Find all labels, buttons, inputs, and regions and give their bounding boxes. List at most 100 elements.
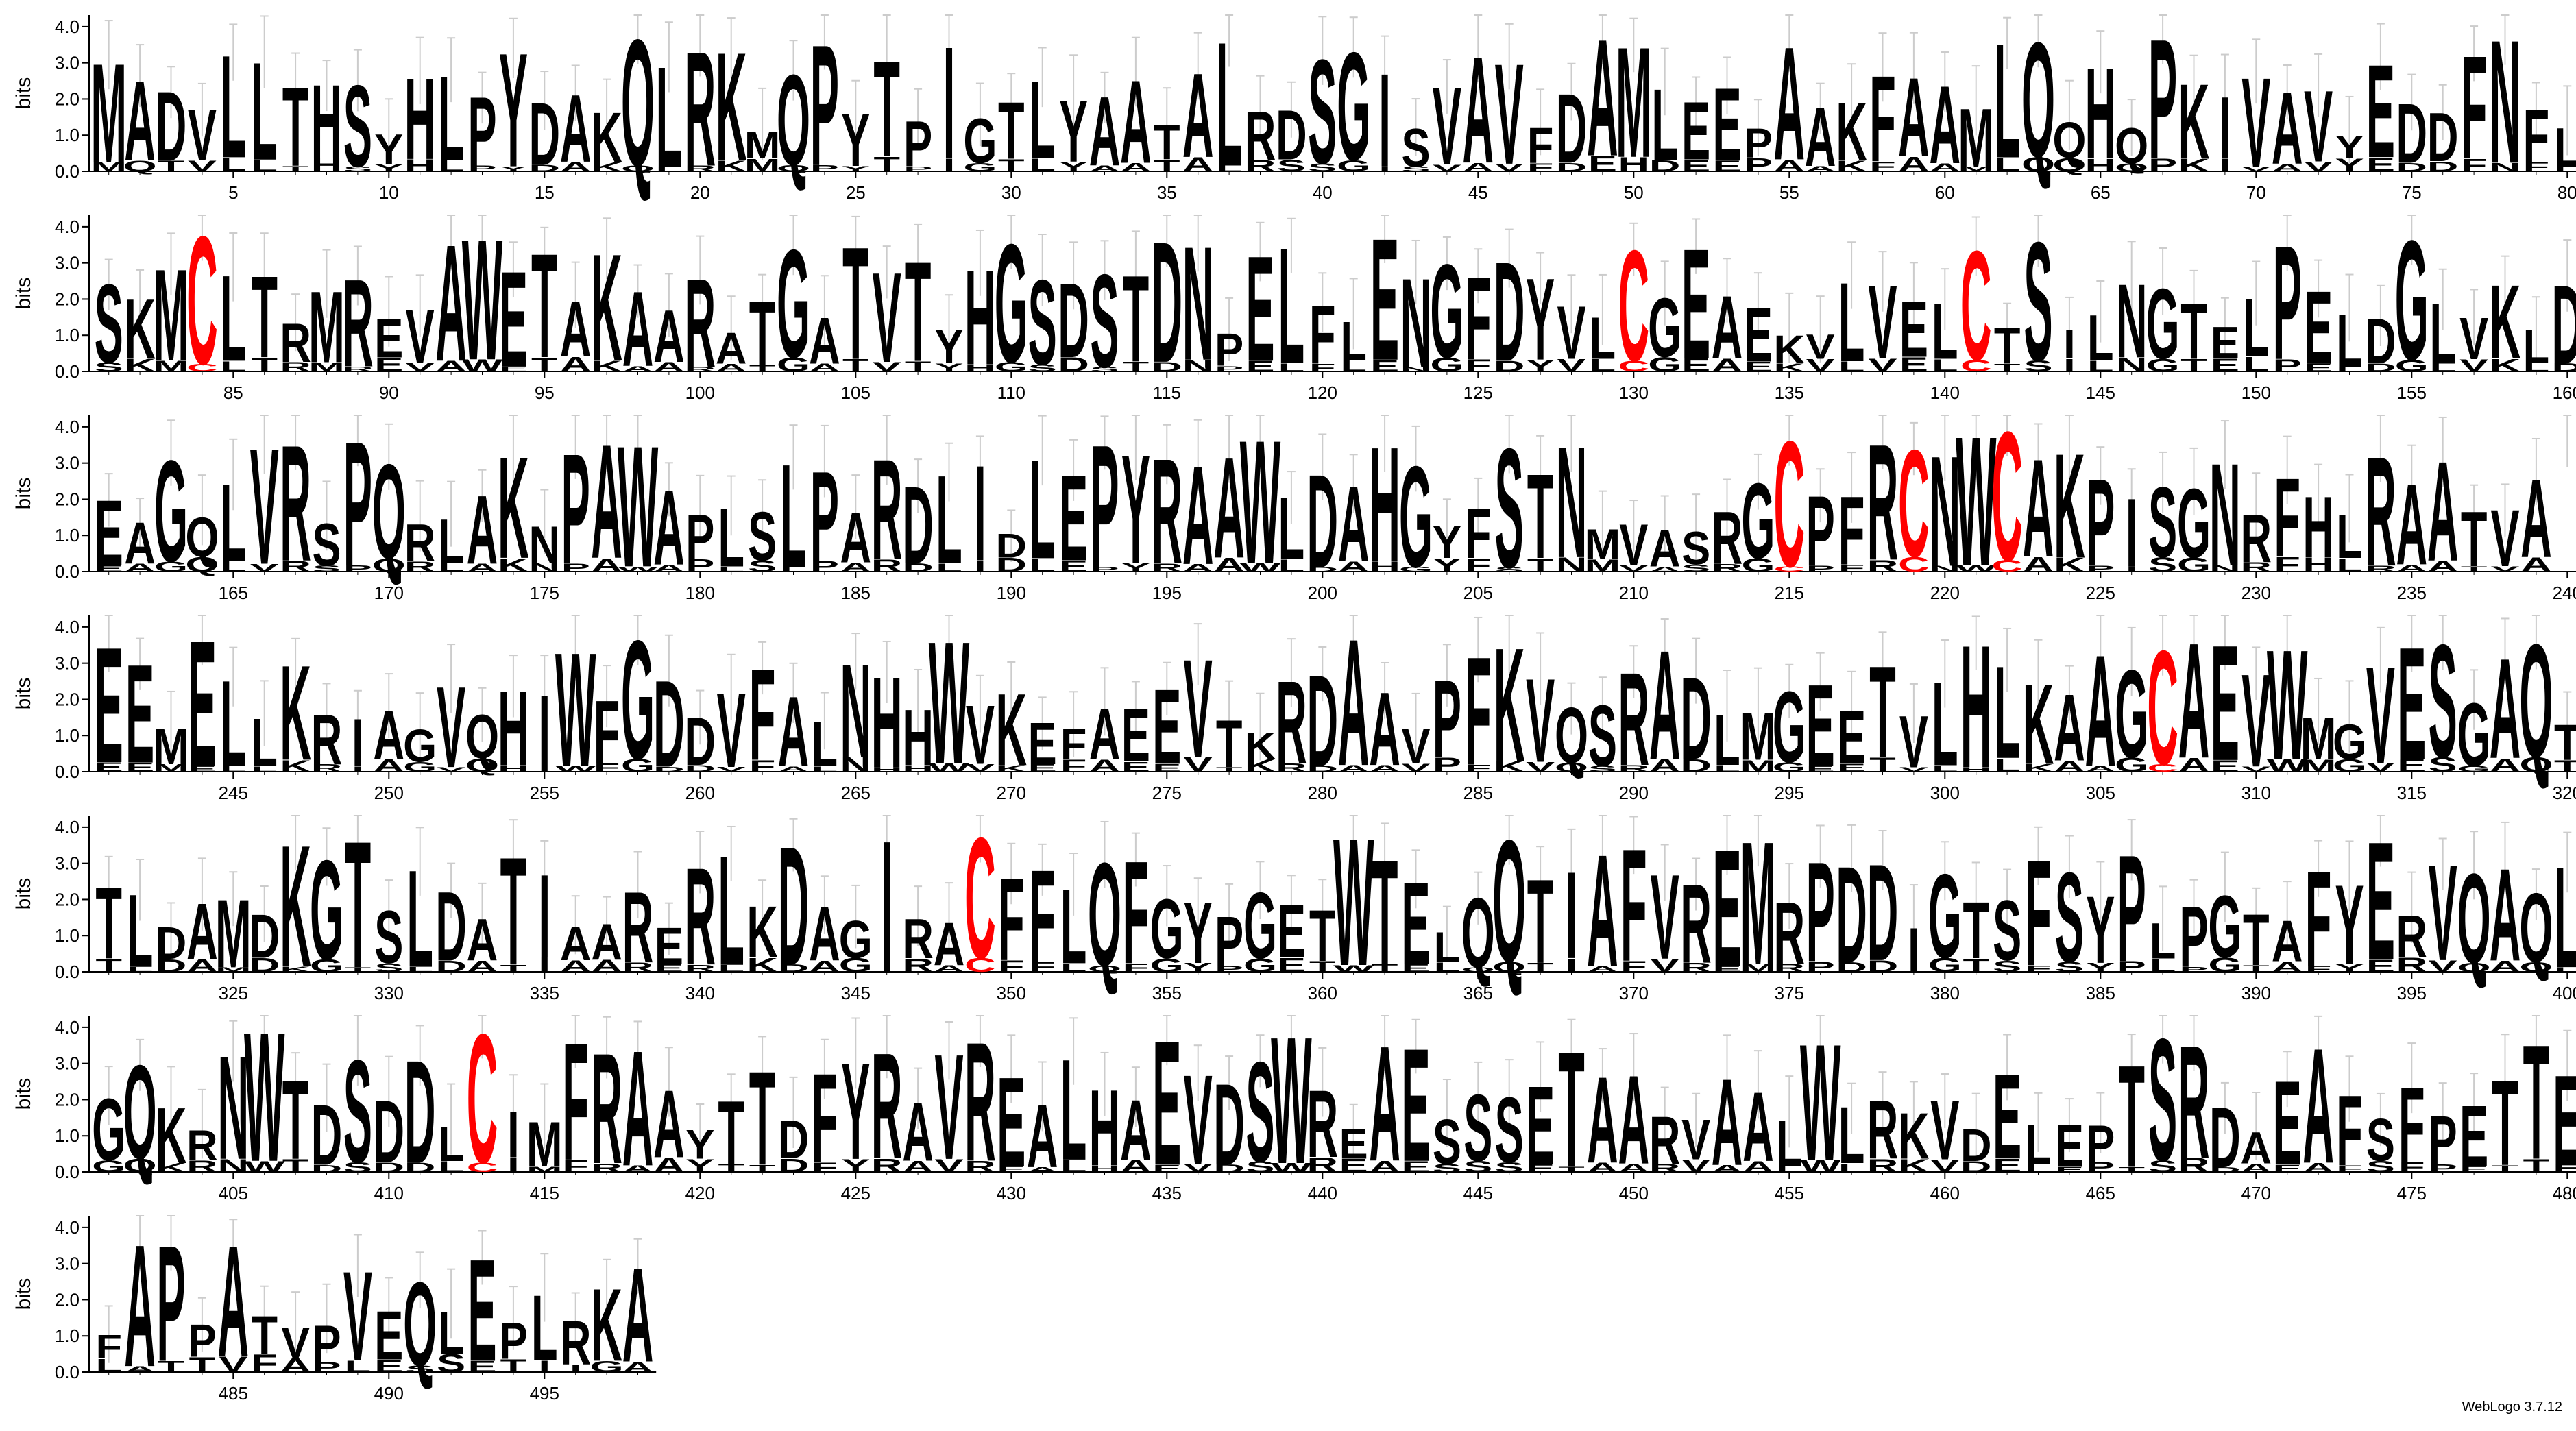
residue-letter: R bbox=[1774, 883, 1806, 983]
x-tick-label: 100 bbox=[685, 382, 715, 403]
residue-letter: T bbox=[998, 86, 1025, 177]
residue-letter: T bbox=[1527, 448, 1554, 583]
residue-letter: T bbox=[749, 1043, 776, 1193]
residue-letter: E bbox=[2211, 612, 2239, 796]
residue-letter: F bbox=[749, 642, 776, 789]
residue-letter: V bbox=[934, 1024, 963, 1192]
residue-letter: A bbox=[1369, 1012, 1400, 1196]
y-axis-label: bits bbox=[12, 77, 35, 110]
residue-letter: G bbox=[839, 910, 873, 970]
residue-letter: L bbox=[2336, 299, 2363, 384]
residue-letter: E bbox=[1712, 66, 1741, 183]
residue-letter: D bbox=[374, 1082, 405, 1182]
residue-letter: L bbox=[1060, 868, 1087, 987]
residue-letter: T bbox=[1123, 250, 1150, 389]
x-tick-label: 250 bbox=[374, 783, 404, 803]
residue-letter: D bbox=[2209, 1090, 2241, 1186]
residue-letter: S bbox=[1681, 522, 1710, 574]
residue-letter: L bbox=[718, 491, 744, 585]
residue-letter: R bbox=[560, 1308, 592, 1378]
residue-letter: D bbox=[1494, 234, 1525, 391]
y-tick-label: 4.0 bbox=[55, 817, 80, 837]
residue-letter: P bbox=[467, 76, 496, 187]
residue-letter: S bbox=[1433, 1106, 1461, 1177]
residue-letter: L bbox=[220, 250, 247, 387]
residue-letter: T bbox=[1963, 885, 1989, 975]
x-tick-label: 335 bbox=[530, 983, 559, 1003]
residue-letter: Q bbox=[2021, 8, 2055, 192]
residue-letter: K bbox=[591, 1267, 622, 1383]
residue-letter: D bbox=[1867, 835, 1899, 990]
residue-letter: A bbox=[2272, 908, 2303, 974]
x-tick-label: 175 bbox=[530, 583, 559, 603]
residue-letter: N bbox=[840, 636, 872, 785]
x-tick-label: 80 bbox=[2557, 182, 2576, 203]
residue-letter: H bbox=[498, 670, 529, 788]
x-tick-label: 375 bbox=[1775, 983, 1804, 1003]
residue-letter: Q bbox=[123, 1038, 157, 1187]
residue-letter: K bbox=[2490, 262, 2521, 381]
residue-letter: D bbox=[1836, 839, 1867, 992]
residue-letter: F bbox=[2274, 455, 2300, 581]
residue-letter: L bbox=[1434, 924, 1461, 972]
residue-letter: A bbox=[1649, 619, 1681, 792]
residue-letter: S bbox=[1463, 1075, 1492, 1181]
residue-letter: A bbox=[1463, 27, 1494, 195]
residue-letter: G bbox=[1430, 236, 1463, 386]
residue-letter: H bbox=[2085, 40, 2117, 186]
residue-letter: T bbox=[873, 34, 900, 186]
residue-letter: S bbox=[1993, 883, 2021, 979]
residue-letter: E bbox=[2366, 807, 2395, 996]
residue-letter: A bbox=[2178, 609, 2210, 793]
x-tick-label: 310 bbox=[2241, 783, 2271, 803]
residue-letter: S bbox=[748, 497, 777, 575]
residue-letter: D bbox=[1276, 97, 1307, 175]
y-tick-label: 1.0 bbox=[55, 325, 80, 345]
x-tick-label: 300 bbox=[1930, 783, 1960, 803]
residue-letter: R bbox=[2241, 500, 2272, 576]
residue-letter: S bbox=[1495, 1079, 1524, 1182]
x-tick-label: 345 bbox=[841, 983, 871, 1003]
residue-letter: A bbox=[1369, 670, 1400, 787]
y-tick-label: 4.0 bbox=[55, 16, 80, 37]
residue-letter: Q bbox=[1461, 877, 1495, 988]
residue-letter: D bbox=[2396, 86, 2428, 181]
y-tick-label: 1.0 bbox=[55, 525, 80, 546]
x-tick-label: 150 bbox=[2241, 382, 2271, 403]
residue-letter: A bbox=[186, 887, 218, 977]
residue-letter: T bbox=[1527, 855, 1554, 989]
residue-letter: A bbox=[1089, 75, 1121, 186]
residue-letter: P bbox=[2273, 212, 2302, 393]
residue-letter: R bbox=[1276, 656, 1307, 789]
x-tick-label: 50 bbox=[1624, 182, 1644, 203]
residue-letter: E bbox=[1837, 696, 1866, 781]
residue-letter: I bbox=[539, 849, 551, 982]
residue-letter: T bbox=[1994, 317, 2021, 375]
residue-letter: Y bbox=[1121, 423, 1150, 596]
residue-letter: V bbox=[2429, 837, 2457, 990]
x-tick-label: 355 bbox=[1152, 983, 1182, 1003]
residue-letter: F bbox=[1620, 816, 1647, 995]
x-tick-label: 360 bbox=[1308, 983, 1337, 1003]
residue-letter: R bbox=[280, 411, 311, 596]
residue-letter: P bbox=[1806, 475, 1835, 587]
residue-letter: P bbox=[1090, 410, 1119, 604]
residue-letter: V bbox=[188, 95, 217, 176]
residue-letter: K bbox=[716, 21, 747, 194]
residue-letter: Y bbox=[1059, 82, 1088, 181]
x-tick-label: 275 bbox=[1152, 783, 1182, 803]
residue-letter: R bbox=[2396, 904, 2428, 971]
residue-letter: D bbox=[778, 1110, 810, 1171]
x-tick-label: 130 bbox=[1619, 382, 1649, 403]
x-tick-label: 60 bbox=[1935, 182, 1955, 203]
residue-letter: T bbox=[345, 803, 372, 1006]
residue-letter: A bbox=[1089, 693, 1121, 776]
residue-letter: V bbox=[1557, 291, 1585, 376]
residue-letter: W bbox=[244, 994, 285, 1200]
residue-letter: D bbox=[156, 71, 187, 182]
residue-letter: T bbox=[1869, 639, 1896, 786]
residue-letter: V bbox=[1868, 263, 1897, 380]
x-tick-label: 70 bbox=[2246, 182, 2266, 203]
y-tick-label: 2.0 bbox=[55, 889, 80, 909]
